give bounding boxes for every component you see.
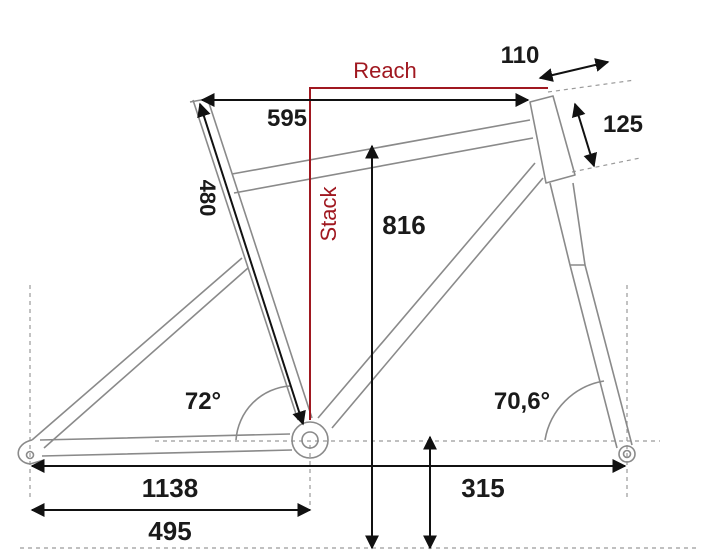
head-tube-width-arrow	[538, 58, 610, 82]
front-dropout	[618, 445, 636, 463]
head-tube-length-arrow	[571, 102, 598, 168]
stack-value-label: 816	[382, 210, 425, 240]
seat-angle-arc	[235, 385, 291, 441]
reach-stack-lines	[309, 87, 548, 420]
labels: Reach Stack 110 125 595 480 816 72° 70,6…	[142, 42, 643, 546]
head-tube	[529, 95, 576, 184]
seat-tube-arrow	[197, 102, 306, 426]
seat-angle-label: 72°	[185, 388, 221, 415]
seat-tube	[192, 99, 313, 421]
seat-stays	[31, 257, 249, 449]
head-tube-length-label: 125	[603, 111, 643, 138]
reach-label: Reach	[353, 58, 417, 83]
chainstay-label: 495	[148, 516, 191, 546]
head-tube-width-label: 110	[501, 42, 540, 69]
wheelbase-label: 1138	[142, 473, 198, 503]
top-tube-label: 595	[267, 105, 307, 132]
stack-label: Stack	[316, 185, 341, 241]
rear-dropout	[17, 439, 45, 465]
head-angle-label: 70,6°	[494, 388, 550, 415]
head-angle-arc	[544, 380, 605, 441]
stack-reach-outline	[309, 87, 548, 420]
chain-stays	[39, 433, 293, 457]
dimension-arrows	[30, 58, 627, 550]
bb-drop-label: 315	[461, 473, 504, 503]
fork	[549, 182, 633, 449]
seat-tube-label: 480	[195, 180, 220, 217]
bottom-bracket	[291, 421, 329, 459]
